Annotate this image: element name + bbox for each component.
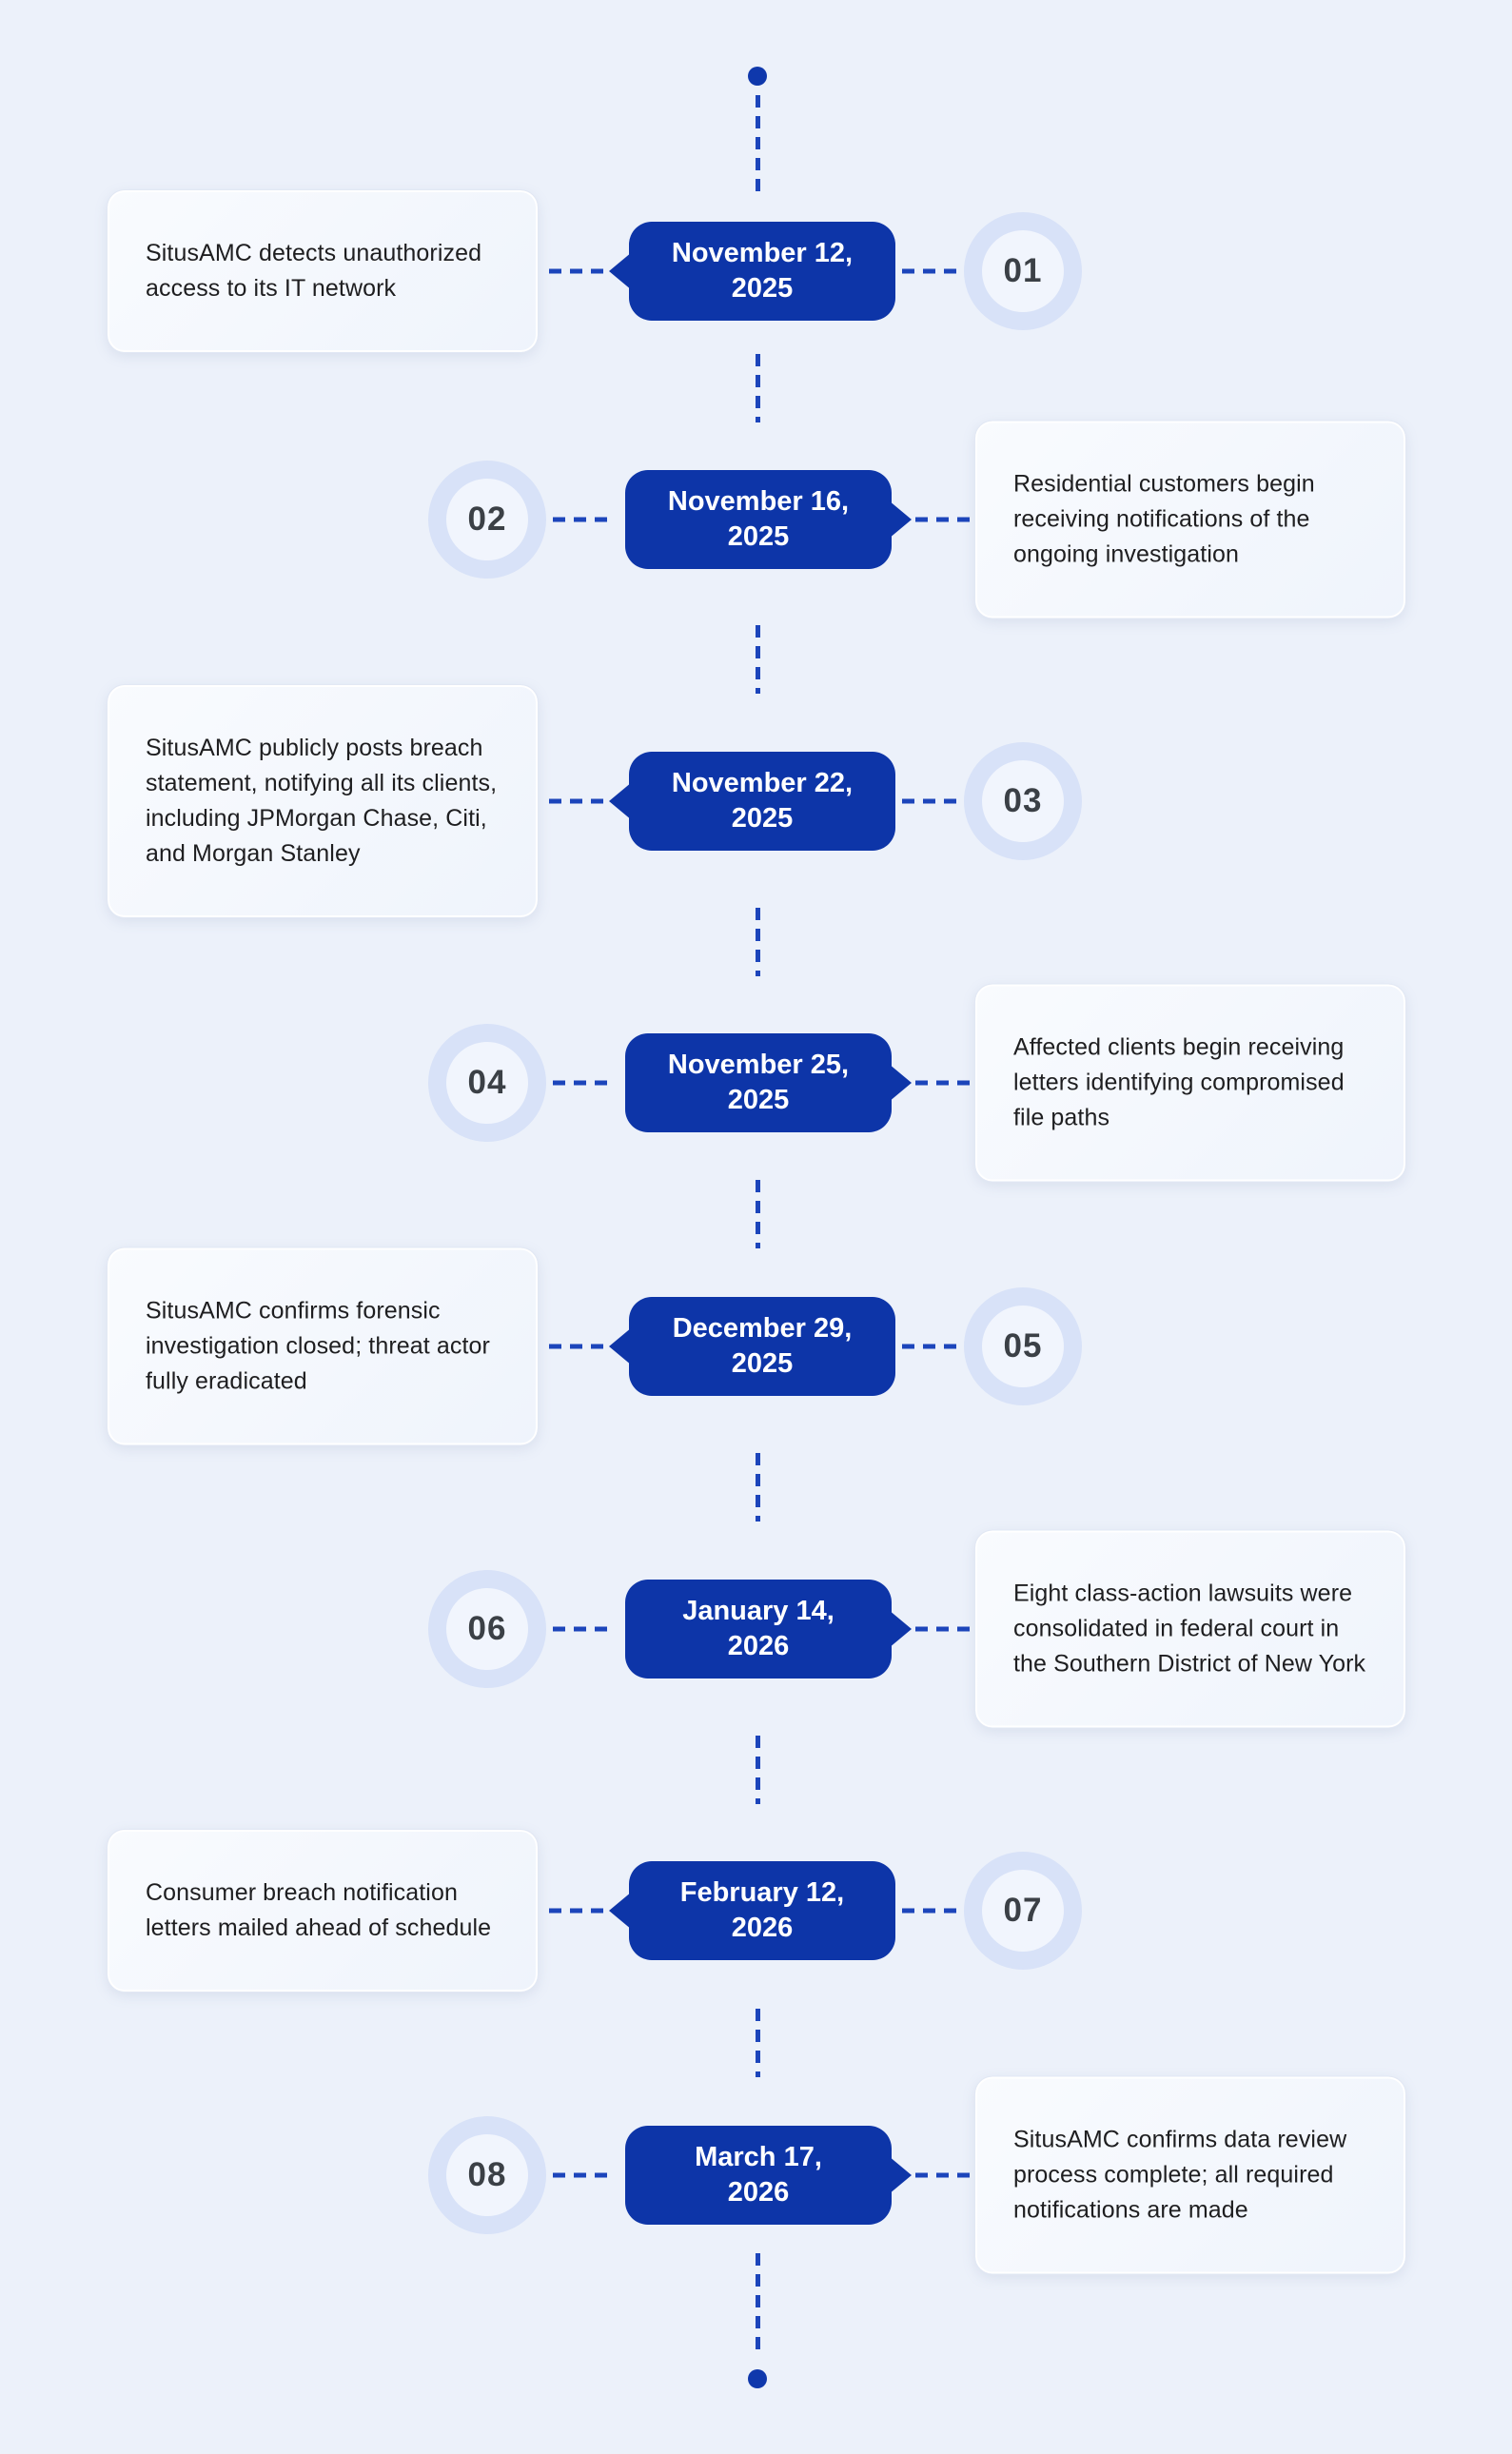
event-number: 04: [467, 1064, 507, 1101]
event-date-pill: December 29, 2025: [609, 1297, 895, 1396]
event-description: Residential customers begin receiving no…: [1013, 470, 1315, 568]
dashed-connector: [549, 1344, 610, 1349]
event-date-pill: November 16, 2025: [625, 470, 912, 569]
dashed-connector: [902, 268, 959, 274]
timeline-dashed-segment: [756, 1180, 760, 1248]
dashed-connector: [553, 1626, 614, 1632]
event-date-pill: November 22, 2025: [609, 752, 895, 851]
event-date: November 12, 2025: [671, 238, 854, 304]
event-description: Affected clients begin receiving letters…: [1013, 1033, 1345, 1131]
event-date-pill: February 12, 2026: [609, 1861, 895, 1960]
event-date-pill: November 25, 2025: [625, 1033, 912, 1132]
timeline-end-dot: [748, 2369, 767, 2388]
timeline-start-dot: [748, 67, 767, 86]
event-description-card: Affected clients begin receiving letters…: [974, 983, 1406, 1183]
dashed-connector: [902, 1344, 959, 1349]
event-number: 07: [1003, 1892, 1043, 1929]
timeline-dashed-segment: [756, 95, 760, 194]
event-number-badge: 06: [428, 1570, 546, 1688]
event-number: 01: [1003, 252, 1043, 289]
event-description: SitusAMC publicly posts breach statement…: [146, 735, 498, 867]
event-date: March 17, 2026: [695, 2142, 822, 2208]
event-description-card: Eight class-action lawsuits were consoli…: [974, 1529, 1406, 1729]
event-description: Consumer breach notification letters mai…: [146, 1879, 492, 1941]
timeline-dashed-segment: [756, 2009, 760, 2077]
timeline-dashed-segment: [756, 625, 760, 694]
dashed-connector: [902, 798, 959, 804]
dashed-connector: [553, 1080, 614, 1086]
pill-tail: [889, 501, 912, 539]
event-date-pill: January 14, 2026: [625, 1580, 912, 1679]
dashed-connector: [553, 2172, 614, 2178]
timeline-dashed-segment: [756, 354, 760, 422]
timeline-dashed-segment: [756, 1453, 760, 1521]
event-description-card: SitusAMC detects unauthorized access to …: [107, 189, 539, 353]
event-number-badge: 05: [964, 1287, 1082, 1405]
timeline-dashed-segment: [756, 1736, 760, 1804]
event-number: 03: [1003, 782, 1043, 819]
dashed-connector: [549, 268, 610, 274]
event-number-badge: 08: [428, 2116, 546, 2234]
event-description-card: Consumer breach notification letters mai…: [107, 1829, 539, 1993]
dashed-connector: [915, 1626, 971, 1632]
event-number: 06: [467, 1610, 507, 1647]
pill-tail: [889, 1610, 912, 1648]
event-number: 02: [467, 501, 507, 538]
event-date: February 12, 2026: [679, 1877, 845, 1943]
event-number: 08: [467, 2156, 507, 2193]
event-description: Eight class-action lawsuits were consoli…: [1013, 1580, 1366, 1678]
dashed-connector: [915, 517, 971, 522]
event-date: November 16, 2025: [667, 486, 850, 552]
event-description: SitusAMC detects unauthorized access to …: [146, 240, 482, 302]
event-date: November 22, 2025: [671, 768, 854, 834]
event-description: SitusAMC confirms forensic investigation…: [146, 1297, 490, 1395]
dashed-connector: [549, 1908, 610, 1914]
event-description-card: SitusAMC publicly posts breach statement…: [107, 684, 539, 918]
pill-tail: [609, 1327, 632, 1365]
event-date-pill: November 12, 2025: [609, 222, 895, 321]
event-date: January 14, 2026: [682, 1596, 835, 1661]
dashed-connector: [553, 517, 614, 522]
event-description: SitusAMC confirms data review process co…: [1013, 2126, 1347, 2224]
pill-tail: [609, 782, 632, 820]
pill-tail: [889, 1064, 912, 1102]
event-number-badge: 02: [428, 461, 546, 579]
event-number-badge: 07: [964, 1852, 1082, 1970]
event-date: December 29, 2025: [672, 1313, 853, 1379]
pill-tail: [609, 1892, 632, 1930]
event-number-badge: 01: [964, 212, 1082, 330]
event-date: November 25, 2025: [667, 1050, 850, 1115]
event-number: 05: [1003, 1327, 1043, 1364]
timeline-dashed-segment: [756, 2253, 760, 2352]
dashed-connector: [902, 1908, 959, 1914]
event-description-card: SitusAMC confirms forensic investigation…: [107, 1247, 539, 1446]
event-date-pill: March 17, 2026: [625, 2126, 912, 2225]
dashed-connector: [549, 798, 610, 804]
event-description-card: Residential customers begin receiving no…: [974, 420, 1406, 619]
pill-tail: [609, 252, 632, 290]
dashed-connector: [915, 2172, 971, 2178]
event-description-card: SitusAMC confirms data review process co…: [974, 2075, 1406, 2275]
timeline-dashed-segment: [756, 908, 760, 976]
event-number-badge: 04: [428, 1024, 546, 1142]
event-number-badge: 03: [964, 742, 1082, 860]
pill-tail: [889, 2156, 912, 2194]
dashed-connector: [915, 1080, 971, 1086]
